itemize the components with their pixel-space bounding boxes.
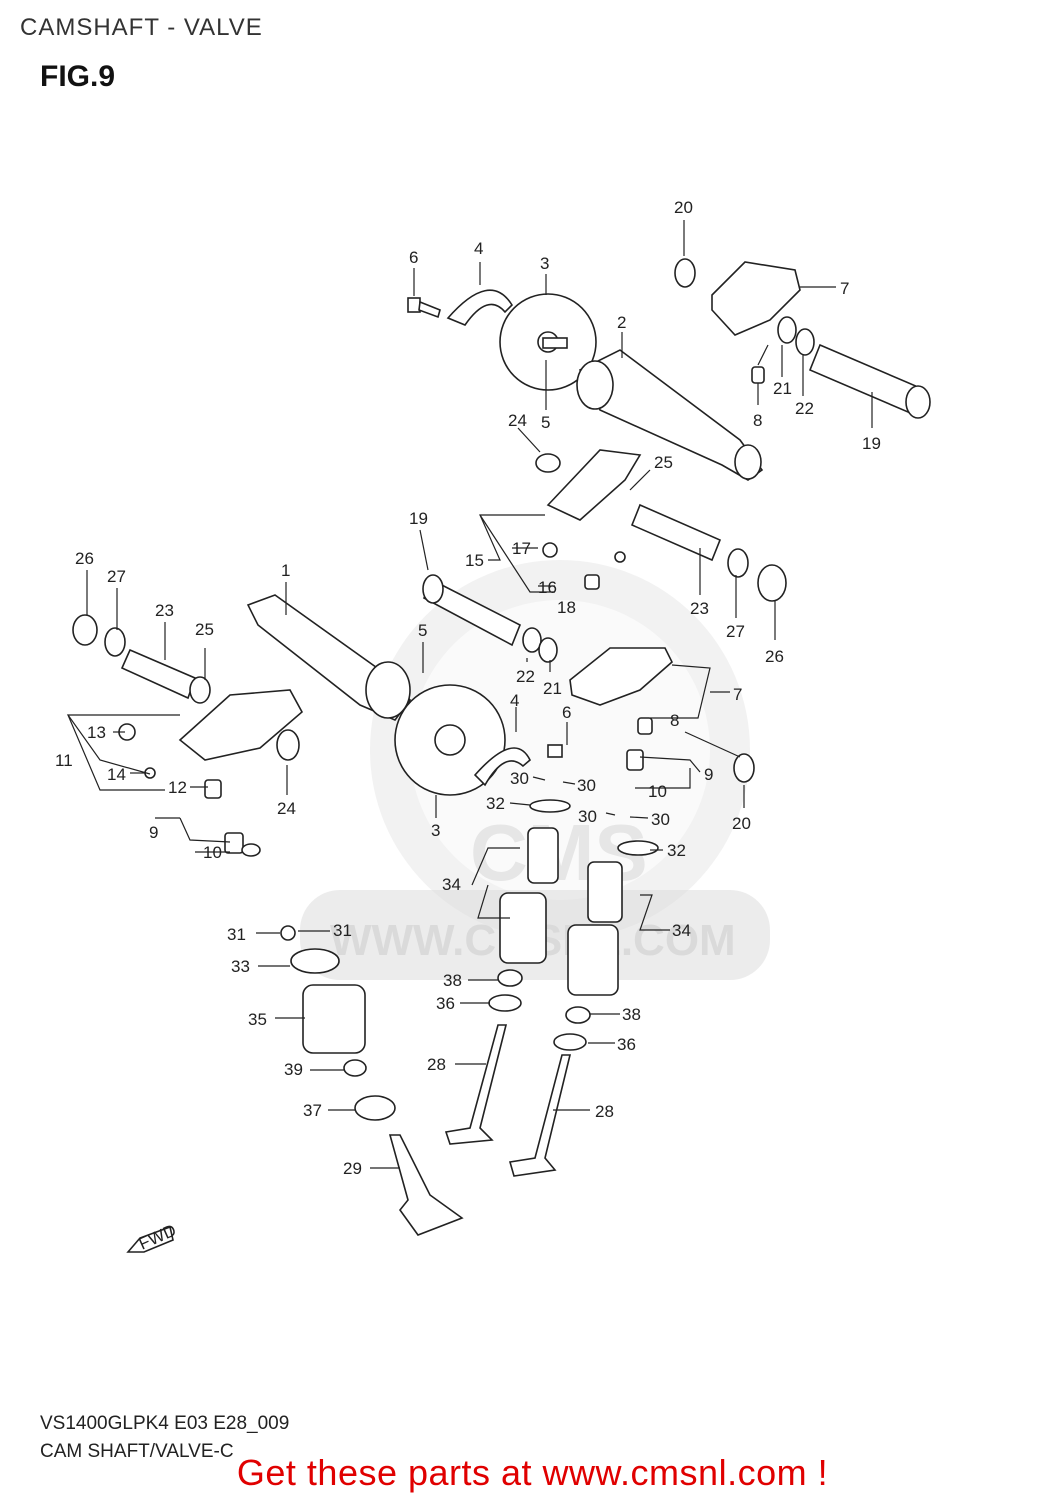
middle-small-parts: [542, 542, 626, 590]
shop-link[interactable]: Get these parts at www.cmsnl.com !: [0, 1452, 1057, 1494]
fwd-arrow-label: FWD: [136, 1221, 179, 1254]
callout-27: 27: [726, 622, 745, 641]
left-rocker-shaft-23: [72, 614, 211, 704]
callout-36: 36: [436, 994, 455, 1013]
callout-32: 32: [667, 841, 686, 860]
callout-20: 20: [732, 814, 751, 833]
callout-17: 17: [512, 539, 531, 558]
callout-29: 29: [343, 1159, 362, 1178]
valve-springs-middle: [488, 799, 571, 1012]
callout-36: 36: [617, 1035, 636, 1054]
callout-10: 10: [203, 843, 222, 862]
callout-37: 37: [303, 1101, 322, 1120]
callout-6: 6: [409, 248, 418, 267]
callout-11: 11: [55, 751, 73, 770]
callout-25: 25: [195, 620, 214, 639]
callout-16: 16: [538, 578, 557, 597]
lower-cam-sprocket-guide: [473, 744, 563, 787]
callout-30: 30: [651, 810, 670, 829]
fwd-arrow: FWD: [126, 1221, 179, 1254]
callout-33: 33: [231, 957, 250, 976]
callout-2: 2: [617, 313, 626, 332]
callout-12: 12: [168, 778, 187, 797]
callout-9: 9: [149, 823, 158, 842]
callout-7: 7: [840, 279, 849, 298]
callout-23: 23: [690, 599, 709, 618]
callout-38: 38: [622, 1005, 641, 1024]
callout-34: 34: [442, 875, 461, 894]
valve-springs-right: [553, 840, 659, 1051]
callout-numbers: 20 4 6 3 7 2 21 8 22 19 24 5 25 19 17 15…: [55, 198, 881, 1178]
callout-7: 7: [733, 685, 742, 704]
callout-31: 31: [333, 921, 352, 940]
callout-10: 10: [648, 782, 667, 801]
left-rocker-arm: [118, 689, 304, 857]
lower-cam-sprocket: [394, 684, 506, 796]
lower-right-rocker-arm: [569, 647, 755, 783]
callout-4: 4: [510, 691, 519, 710]
callout-5: 5: [541, 413, 550, 432]
left-rocker-shaft-19: [422, 574, 558, 663]
callout-30: 30: [578, 807, 597, 826]
callout-8: 8: [670, 711, 679, 730]
callout-34: 34: [672, 921, 691, 940]
callout-19: 19: [409, 509, 428, 528]
callout-35: 35: [248, 1010, 267, 1029]
callout-20: 20: [674, 198, 693, 217]
model-code: VS1400GLPK4 E03 E28_009: [40, 1413, 290, 1434]
upper-right-small-parts: [674, 258, 815, 384]
callout-32: 32: [486, 794, 505, 813]
callout-24: 24: [508, 411, 527, 430]
lower-camshaft: [246, 594, 412, 721]
callout-28: 28: [595, 1102, 614, 1121]
callout-26: 26: [765, 647, 784, 666]
callout-25: 25: [654, 453, 673, 472]
callout-22: 22: [795, 399, 814, 418]
callout-31: 31: [227, 925, 246, 944]
middle-rocker-arm: [535, 449, 642, 521]
callout-30: 30: [510, 769, 529, 788]
callout-19: 19: [862, 434, 881, 453]
upper-camshaft: [576, 349, 764, 481]
callout-4: 4: [474, 239, 483, 258]
callout-5: 5: [418, 621, 427, 640]
callout-23: 23: [155, 601, 174, 620]
callout-30: 30: [577, 776, 596, 795]
valve-springs-left: [280, 925, 396, 1121]
callout-13: 13: [87, 723, 106, 742]
callout-15: 15: [465, 551, 484, 570]
callout-18: 18: [557, 598, 576, 617]
upper-right-rocker-arm: [711, 261, 801, 336]
callout-9: 9: [704, 765, 713, 784]
page-title: CAMSHAFT - VALVE: [20, 14, 263, 41]
middle-rocker-shaft: [630, 503, 787, 602]
callout-28: 28: [427, 1055, 446, 1074]
callout-14: 14: [107, 765, 126, 784]
callout-39: 39: [284, 1060, 303, 1079]
upper-cam-sprocket-guide: [446, 289, 514, 326]
callout-22: 22: [516, 667, 535, 686]
callout-3: 3: [431, 821, 440, 840]
section-name: CAM SHAFT/VALVE-C: [40, 1441, 234, 1462]
upper-right-rocker-shaft: [808, 343, 931, 419]
leader-lines: [66, 220, 873, 1169]
callout-21: 21: [543, 679, 562, 698]
figure-label: FIG.9: [40, 60, 116, 93]
upper-cam-sprocket: [499, 293, 597, 391]
valves: [388, 1024, 572, 1236]
callout-21: 21: [773, 379, 792, 398]
callout-26: 26: [75, 549, 94, 568]
callout-1: 1: [281, 561, 290, 580]
callout-24: 24: [277, 799, 296, 818]
callout-8: 8: [753, 411, 762, 430]
shop-link-text[interactable]: Get these parts at www.cmsnl.com !: [236, 1452, 829, 1493]
callout-3: 3: [540, 254, 549, 273]
upper-bolt: [407, 297, 441, 319]
callout-38: 38: [443, 971, 462, 990]
callout-27: 27: [107, 567, 126, 586]
callout-6: 6: [562, 703, 571, 722]
